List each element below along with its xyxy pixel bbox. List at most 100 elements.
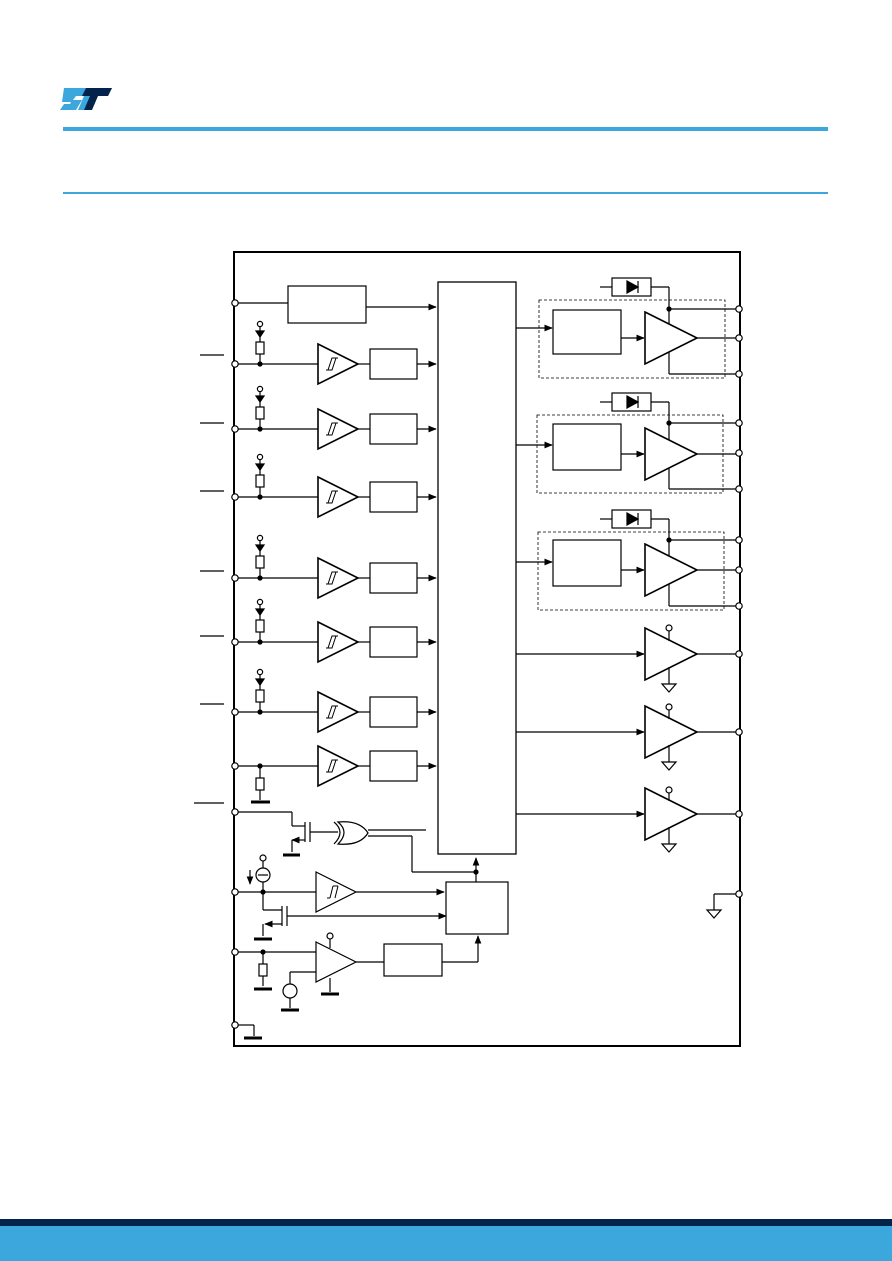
pull-resistor: [255, 619, 265, 633]
st-logo-icon: [60, 88, 112, 110]
input-channels: [200, 320, 437, 804]
supply-node: [665, 786, 673, 794]
pin-terminal: [735, 810, 743, 818]
diode-icon: [254, 395, 266, 404]
output-buffer-icon: [644, 626, 699, 682]
filter-block: [369, 562, 418, 594]
input-channel-1: [200, 320, 437, 386]
supply-node: [256, 385, 264, 393]
control-logic-block: [437, 281, 517, 855]
header-rule-thick: [63, 127, 828, 131]
pull-resistor: [255, 341, 265, 355]
pin-terminal: [735, 566, 743, 574]
diode-icon: [626, 394, 640, 410]
input-channel-3: [200, 453, 437, 519]
pin-terminal: [231, 425, 239, 433]
filter-block: [369, 696, 418, 728]
filter-block: [369, 413, 418, 445]
pull-resistor: [255, 777, 265, 791]
output-driver-3: [516, 786, 743, 853]
predriver-block: [552, 309, 622, 355]
filter-block: [369, 750, 418, 782]
output-stages: [516, 277, 743, 853]
supply-node: [256, 598, 264, 606]
xor-gate-icon: [336, 821, 369, 845]
schmitt-buffer-icon: [317, 620, 360, 664]
header-rule-thin: [63, 192, 828, 194]
pull-resistor: [255, 689, 265, 703]
input-channel-4: [200, 534, 437, 600]
input-channel-6: [200, 668, 437, 734]
hysteresis-icon: [326, 635, 338, 649]
ground-icon: [660, 683, 678, 693]
pin-terminal: [231, 638, 239, 646]
pin-terminal: [735, 449, 743, 457]
pin-terminal: [231, 762, 239, 770]
pin-terminal: [231, 708, 239, 716]
pin-terminal: [735, 334, 743, 342]
pin-terminal: [231, 360, 239, 368]
output-buffer-icon: [644, 704, 699, 760]
pin-terminal: [735, 602, 743, 610]
supply-node: [256, 320, 264, 328]
output-stage-2: [516, 392, 743, 494]
diode-icon: [254, 608, 266, 617]
pin-terminal: [735, 728, 743, 736]
input-block-top: [231, 285, 437, 324]
output-driver-1: [516, 624, 743, 693]
input-channel-2: [200, 385, 437, 451]
hysteresis-icon: [326, 571, 338, 585]
diode-icon: [254, 678, 266, 687]
pin-terminal: [735, 305, 743, 313]
output-buffer-icon: [644, 786, 699, 842]
pin-terminal: [231, 493, 239, 501]
filter-block: [369, 626, 418, 658]
pin-terminal: [735, 485, 743, 493]
power-driver-icon: [644, 542, 699, 598]
bottom-left-circuit: [194, 802, 743, 1040]
supply-node: [256, 668, 264, 676]
schmitt-buffer-icon: [317, 407, 360, 451]
hysteresis-icon: [326, 422, 338, 436]
footer-bar-dark: [0, 1219, 892, 1226]
diode-icon: [254, 330, 266, 339]
supply-node: [256, 534, 264, 542]
pull-resistor: [255, 474, 265, 488]
hysteresis-icon: [326, 490, 338, 504]
diode-icon: [254, 544, 266, 553]
pull-resistor: [255, 555, 265, 569]
output-stage-3: [516, 509, 743, 611]
schmitt-buffer-icon: [317, 744, 360, 788]
predriver-block: [552, 539, 622, 587]
supply-node: [256, 453, 264, 461]
supply-node: [665, 703, 673, 711]
chip-outline: [233, 251, 741, 1047]
ground-icon: [660, 843, 678, 853]
filter-block: [369, 348, 418, 380]
schmitt-buffer-icon: [317, 475, 360, 519]
diode-icon: [254, 463, 266, 472]
power-driver-icon: [644, 310, 699, 366]
dashed-output-group: [537, 531, 725, 611]
pin-terminal: [735, 370, 743, 378]
power-driver-icon: [644, 426, 699, 482]
hysteresis-icon: [326, 705, 338, 719]
filter-block: [369, 481, 418, 513]
schmitt-buffer-icon: [317, 556, 360, 600]
pin-terminal: [231, 574, 239, 582]
diode-icon: [626, 511, 640, 527]
predriver-block: [552, 423, 622, 471]
supply-node: [665, 624, 673, 632]
hysteresis-icon: [326, 759, 338, 773]
ground-icon: [660, 761, 678, 771]
dashed-output-group: [538, 299, 726, 379]
pin-terminal: [735, 419, 743, 427]
pin-terminal: [735, 650, 743, 658]
hysteresis-icon: [326, 357, 338, 371]
footer-bar-light: [0, 1226, 892, 1261]
pull-resistor: [255, 406, 265, 420]
input-channel-5: [200, 598, 437, 664]
input-channel-7: [231, 744, 437, 804]
